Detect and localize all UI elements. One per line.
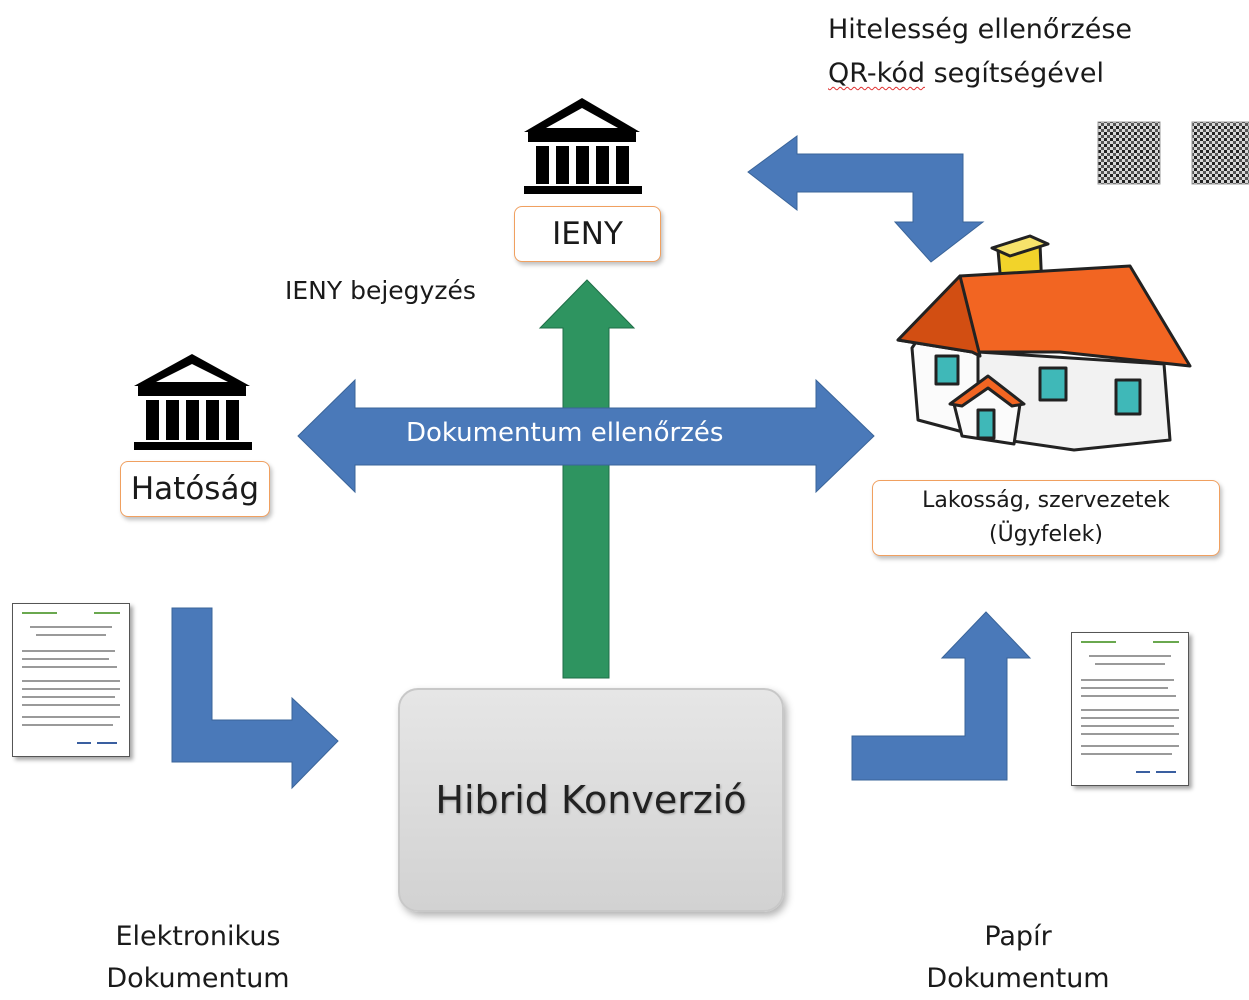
- hybrid-conversion-box: Hibrid Konverzió: [398, 688, 784, 912]
- qr-code-icon: [1097, 121, 1161, 185]
- hybrid-conversion-label: Hibrid Konverzió: [435, 778, 747, 822]
- paper-document-thumbnail: [1071, 632, 1189, 786]
- authority-label-box: Hatóság: [120, 461, 270, 517]
- paper-document-line1: Papír: [984, 921, 1052, 952]
- hybrid-to-paper-arrow: [851, 611, 1032, 781]
- paper-document-line2: Dokumentum: [926, 963, 1110, 994]
- qr-code-icon: [1191, 121, 1249, 185]
- authority-institution-icon: [134, 354, 252, 450]
- paper-document-caption: Papír Dokumentum: [908, 916, 1128, 1000]
- clients-label-line1: Lakosság, szervezetek: [922, 488, 1170, 513]
- ieny-label: IENY: [552, 216, 623, 252]
- authenticity-note-line2: QR-kód segítségével: [828, 52, 1132, 96]
- electronic-document-caption: Elektronikus Dokumentum: [88, 916, 308, 1000]
- ieny-entry-label: IENY bejegyzés: [285, 276, 476, 305]
- ieny-entry-arrow: [538, 279, 636, 679]
- authority-label: Hatóság: [130, 471, 260, 507]
- electronic-document-line2: Dokumentum: [106, 963, 290, 994]
- document-check-arrow: [297, 378, 875, 494]
- authenticity-note-line1: Hitelesség ellenőrzése: [828, 14, 1133, 45]
- authenticity-note-line2-rest: segítségével: [925, 58, 1105, 89]
- clients-label-box: Lakosság, szervezetek (Ügyfelek): [872, 480, 1220, 556]
- clients-label-line2: (Ügyfelek): [989, 522, 1103, 547]
- electronic-document-line1: Elektronikus: [115, 921, 281, 952]
- document-check-label: Dokumentum ellenőrzés: [406, 418, 724, 448]
- house-icon: [896, 234, 1192, 452]
- electronic-to-hybrid-arrow: [171, 607, 339, 790]
- qr-code-word: QR-kód: [828, 58, 925, 89]
- authenticity-note: Hitelesség ellenőrzése QR-kód segítségév…: [828, 8, 1132, 96]
- ieny-label-box: IENY: [514, 206, 661, 262]
- verification-arrow: [747, 135, 985, 263]
- ieny-institution-icon: [524, 98, 642, 194]
- electronic-document-thumbnail: [12, 603, 130, 757]
